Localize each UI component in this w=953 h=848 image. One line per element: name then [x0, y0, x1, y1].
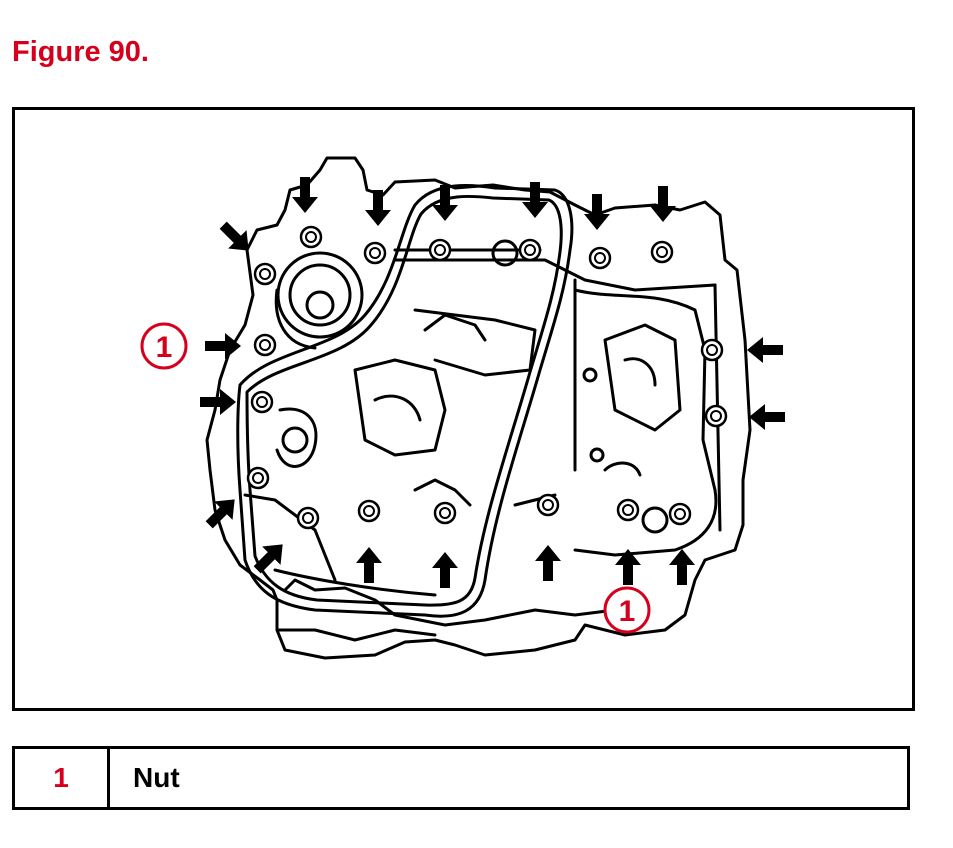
callout-1-bottom: 1 [603, 586, 651, 634]
callout-1-bottom-label: 1 [619, 595, 636, 628]
engine-outline [205, 156, 752, 660]
figure-frame: 1 1 [12, 107, 915, 711]
arrow-markers [200, 177, 785, 588]
figure-title: Figure 90. [12, 36, 149, 68]
legend-number: 1 [15, 749, 110, 807]
callout-1-left-label: 1 [156, 331, 173, 364]
legend-description: Nut [133, 762, 180, 793]
engine-diagram: 1 1 [140, 156, 785, 660]
callout-1-left: 1 [140, 322, 188, 370]
legend-table: 1 Nut [12, 746, 910, 810]
